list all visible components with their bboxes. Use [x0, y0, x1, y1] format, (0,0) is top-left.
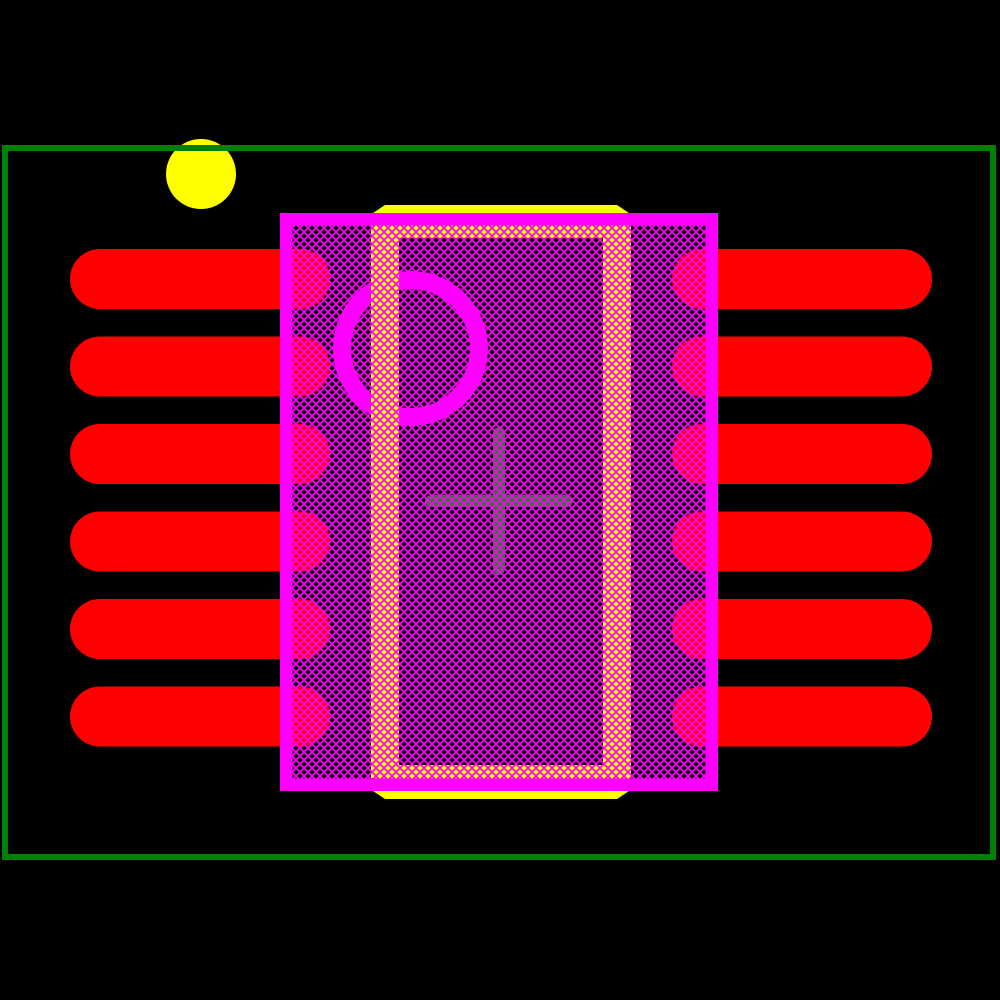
pad-left-4: [70, 511, 330, 572]
pad-right-4: [672, 511, 932, 572]
pad-right-1: [672, 249, 932, 309]
pin1-drill-hole: [166, 139, 236, 209]
board-outline: [2, 145, 996, 860]
pad-right-5: [672, 599, 932, 659]
pad-right-6: [672, 686, 932, 747]
body-hatch-fill: [292, 225, 706, 779]
pad-left-5: [70, 599, 330, 659]
pad-left-6: [70, 686, 330, 747]
pad-right-3: [672, 424, 932, 484]
pad-right-2: [672, 336, 932, 397]
pad-left-1: [70, 249, 330, 309]
silkscreen-body-outline: [280, 213, 718, 791]
pad-left-3: [70, 424, 330, 484]
pad-left-2: [70, 336, 330, 397]
